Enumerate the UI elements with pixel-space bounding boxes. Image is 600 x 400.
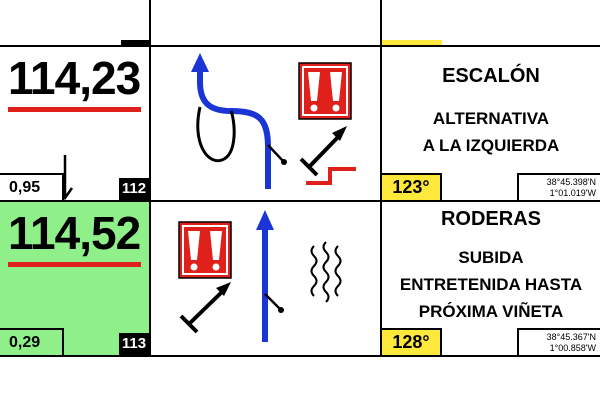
note-title: RODERAS (440, 208, 541, 230)
partial-distance: 0,95 (0, 173, 64, 200)
straight-arrow-icon (256, 210, 284, 342)
previous-cap-remnant (382, 40, 442, 46)
note-text: SUBIDA ENTRETENIDA HASTA PRÓXIMA VIÑETA (382, 244, 600, 325)
danger-double-exclamation-icon (178, 221, 232, 279)
notes-cell: RODERAS SUBIDA ENTRETENIDA HASTA PRÓXIMA… (382, 202, 600, 355)
notes-cell: ESCALÓN ALTERNATIVA A LA IZQUIERDA 123° … (382, 47, 600, 200)
note-line: PRÓXIMA VIÑETA (418, 302, 564, 321)
gps-longitude: 1°00.858'W (549, 343, 596, 353)
distance-cell: 114,23 0,95 112 (0, 47, 151, 201)
note-line: ENTRETENIDA HASTA (399, 275, 583, 294)
previous-box-number-remnant (121, 40, 151, 46)
note-line: SUBIDA (458, 248, 524, 267)
danger-double-exclamation-icon (298, 62, 352, 120)
partial-distance: 0,29 (0, 328, 64, 355)
note-text: ALTERNATIVA A LA IZQUIERDA (382, 105, 600, 159)
tulip-drawing-cell (151, 202, 382, 355)
gps-coordinates: 38°45.398'N 1°01.019'W (517, 173, 600, 200)
route-arrow-icon (191, 53, 287, 189)
total-distance: 114,52 (8, 207, 141, 259)
roadbook-row-112[interactable]: 114,23 0,95 112 (0, 47, 600, 202)
step-icon (299, 126, 356, 185)
distance-underline (8, 107, 141, 112)
box-number: 112 (119, 178, 149, 200)
distance-underline (8, 262, 141, 267)
column-divider (380, 0, 382, 46)
tulip-drawing-cell (151, 47, 382, 200)
distance-cell: 114,52 0,29 113 (0, 202, 151, 355)
ruts-icon (310, 241, 342, 303)
tulip-diagram (191, 53, 356, 189)
roadbook-row-113[interactable]: 114,52 0,29 113 (0, 202, 600, 357)
note-line: ALTERNATIVA (432, 109, 550, 128)
gps-coordinates: 38°45.367'N 1°00.858'W (517, 328, 600, 355)
note-line: A LA IZQUIERDA (422, 136, 560, 155)
roadbook-grid: 114,23 0,95 112 (0, 45, 600, 357)
cap-heading: 123° (382, 173, 442, 200)
step-direction-arrow-icon (179, 282, 231, 334)
tulip-diagram (178, 210, 342, 342)
total-distance: 114,23 (8, 52, 141, 104)
box-number: 113 (119, 333, 149, 355)
gps-longitude: 1°01.019'W (549, 188, 596, 198)
gps-latitude: 38°45.398'N (546, 177, 596, 187)
cap-heading: 128° (382, 328, 442, 355)
previous-row-remnant (0, 0, 600, 46)
column-divider (149, 0, 151, 46)
gps-latitude: 38°45.367'N (546, 332, 596, 342)
note-title: ESCALÓN (442, 65, 540, 87)
